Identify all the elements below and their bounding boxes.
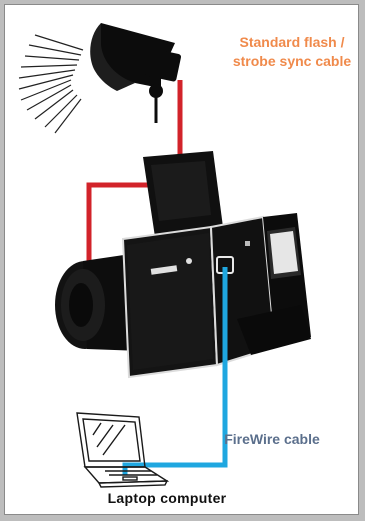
laptop-label: Laptop computer	[77, 489, 257, 508]
studio-flash-icon	[90, 23, 181, 123]
flash-cable-label-line2: strobe sync cable	[227, 52, 357, 71]
laptop-icon	[77, 413, 167, 487]
flash-light-rays	[19, 35, 83, 133]
flash-cable-label: Standard flash / strobe sync cable	[227, 33, 357, 71]
firewire-cable-label: FireWire cable	[207, 430, 337, 449]
diagram-frame: Standard flash / strobe sync cable FireW…	[4, 4, 359, 515]
flash-cable-label-line1: Standard flash /	[227, 33, 357, 52]
